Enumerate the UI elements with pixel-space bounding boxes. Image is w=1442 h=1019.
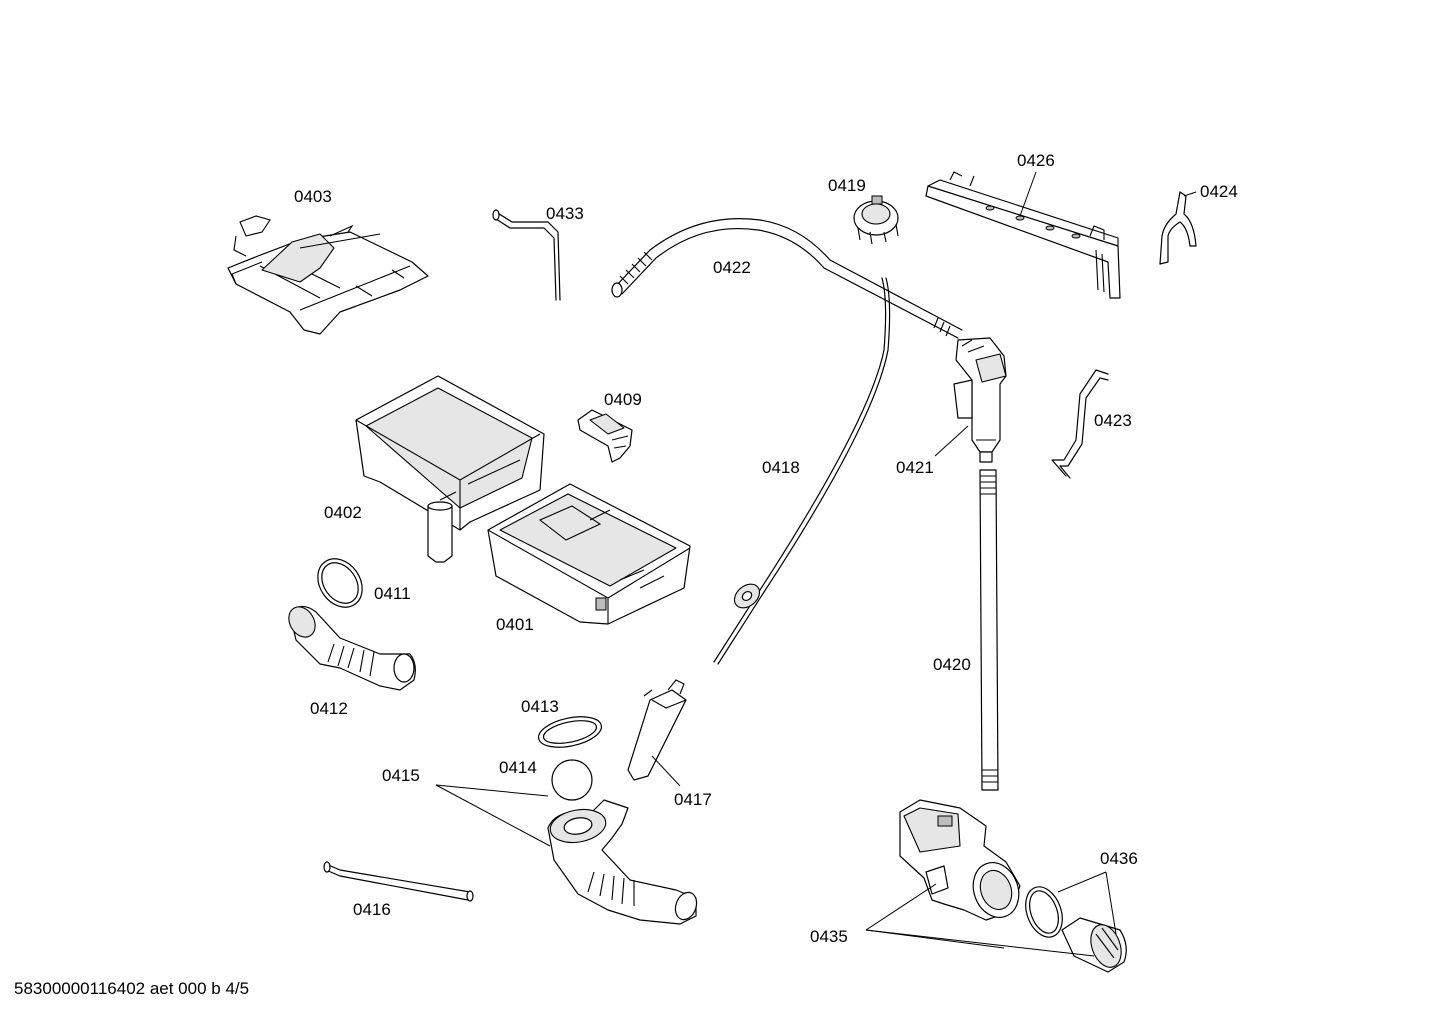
part-0413-gasket — [537, 716, 603, 748]
label-0426: 0426 — [1017, 151, 1055, 170]
part-0423-small-hose — [1051, 369, 1109, 479]
label-0415: 0415 — [382, 766, 420, 785]
part-0418-tube-with-grommet — [713, 277, 891, 665]
part-0401-detergent-drawer — [487, 483, 691, 625]
label-0418: 0418 — [762, 458, 800, 477]
label-0417: 0417 — [674, 790, 712, 809]
part-0424-clip — [1159, 191, 1197, 265]
label-0433: 0433 — [546, 204, 584, 223]
label-0414: 0414 — [499, 758, 537, 777]
label-0412: 0412 — [310, 699, 348, 718]
label-0403: 0403 — [294, 187, 332, 206]
part-0416-hose — [323, 861, 474, 902]
label-0402: 0402 — [324, 503, 362, 522]
label-0423: 0423 — [1094, 411, 1132, 430]
part-0414-ball — [551, 759, 593, 801]
part-0417-cylinder — [627, 679, 687, 781]
part-0402-dispenser-housing — [355, 375, 545, 563]
part-0421-air-chamber — [953, 337, 1007, 463]
label-0409: 0409 — [604, 390, 642, 409]
label-0416: 0416 — [353, 900, 391, 919]
part-0411-gasket-ring — [317, 558, 363, 608]
label-0424: 0424 — [1200, 182, 1238, 201]
part-0436-gasket-and-filter — [1025, 886, 1127, 973]
part-0433-small-hose — [492, 209, 561, 301]
label-0401: 0401 — [496, 615, 534, 634]
label-0435: 0435 — [810, 927, 848, 946]
part-0435-drain-pump — [899, 799, 1021, 921]
part-0409-small-part — [577, 409, 633, 463]
label-0420: 0420 — [933, 655, 971, 674]
label-0419: 0419 — [828, 176, 866, 195]
part-0403-dispenser-cover-frame — [227, 215, 429, 335]
label-0413: 0413 — [521, 697, 559, 716]
label-0411: 0411 — [374, 584, 411, 603]
part-0412-connector-hose — [288, 605, 416, 691]
label-0422: 0422 — [713, 258, 751, 277]
part-0422-long-hose — [611, 218, 963, 339]
leader-lines — [435, 171, 1197, 957]
part-0420-drain-hose — [979, 469, 999, 791]
part-labels: 0403 0433 0422 0419 0426 0424 0409 0402 … — [294, 151, 1238, 946]
part-0426-bracket — [925, 171, 1121, 299]
label-0436: 0436 — [1100, 849, 1138, 868]
part-0419-pressure-switch — [853, 195, 899, 245]
part-0415-sump-housing — [547, 799, 698, 925]
label-0421: 0421 — [896, 458, 934, 477]
document-code-footer: 58300000116402 aet 000 b 4/5 — [14, 979, 250, 998]
